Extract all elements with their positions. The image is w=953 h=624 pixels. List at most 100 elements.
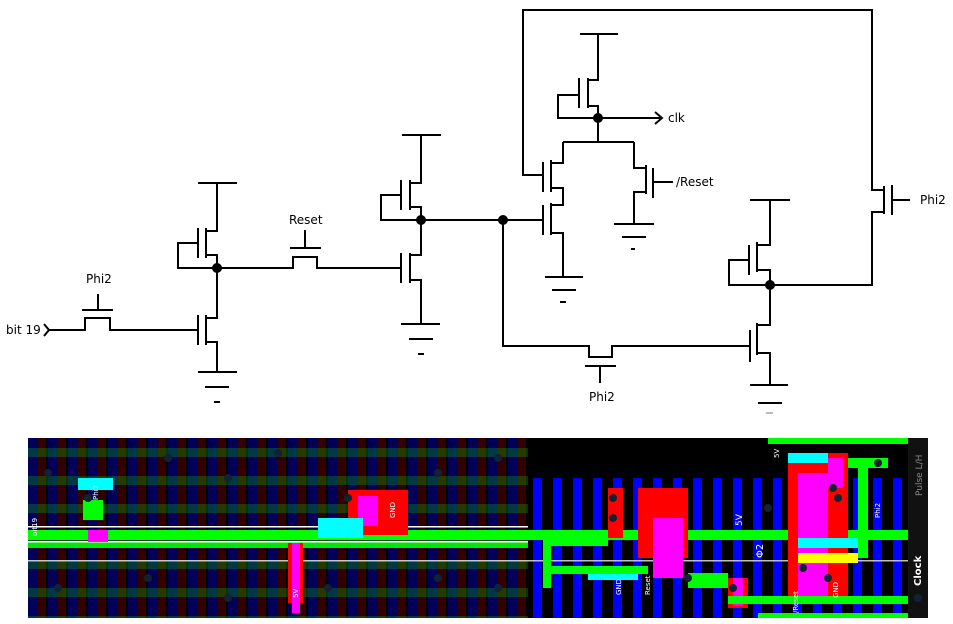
metal-stripe xyxy=(468,438,478,618)
edge-strip xyxy=(908,438,928,618)
diffusion-stripe xyxy=(278,438,286,618)
metal-stripe xyxy=(108,438,118,618)
pass-gate-2-label: Reset xyxy=(289,213,323,227)
wire-line xyxy=(28,560,928,562)
layout-contact xyxy=(144,574,152,582)
label-gnd: GND xyxy=(389,502,397,518)
metal-stripe xyxy=(288,438,298,618)
pass-gate-3-label: Phi2 xyxy=(589,390,615,404)
feedback-gate-label: Phi2 xyxy=(920,193,946,207)
metal-stripe xyxy=(773,478,782,618)
metal-stripe xyxy=(28,438,38,618)
diffusion-stripe xyxy=(238,438,246,618)
label-5v: 5V xyxy=(735,513,745,526)
diffusion-stripe xyxy=(158,438,166,618)
metal-stripe xyxy=(188,438,198,618)
diffusion-stripe xyxy=(258,438,266,618)
metal-stripe xyxy=(553,478,562,618)
metal-stripe xyxy=(148,438,158,618)
diffusion-stripe xyxy=(478,438,486,618)
metal-stripe xyxy=(208,438,218,618)
poly-bus xyxy=(28,542,528,548)
latch xyxy=(502,199,790,414)
metal-stripe xyxy=(573,478,582,618)
metal-stripe xyxy=(633,478,642,618)
metal-stripe xyxy=(508,438,518,618)
diffusion-stripe xyxy=(118,438,126,618)
metal-stripe xyxy=(713,478,722,618)
metal-stripe xyxy=(408,438,418,618)
diffusion-stripe xyxy=(198,438,206,618)
metal-stripe xyxy=(488,438,498,618)
diffusion-stripe xyxy=(138,438,146,618)
input-label: bit 19 xyxy=(6,323,41,337)
metal-stripe xyxy=(88,438,98,618)
contact-block xyxy=(292,543,300,613)
overlap-block xyxy=(78,478,113,490)
metal-stripe xyxy=(48,438,58,618)
layout-contact xyxy=(224,594,232,602)
layout-contact xyxy=(164,454,172,462)
label-gnd: GND xyxy=(615,579,623,595)
inverter-2 xyxy=(380,134,543,355)
label-not-reset: /Reset xyxy=(792,591,800,613)
metal-stripe xyxy=(128,438,138,618)
label-clock: Clock xyxy=(913,555,924,586)
metal-stripe xyxy=(448,438,458,618)
overlap-block xyxy=(798,553,858,563)
label-phi2-symbol: Φ2 xyxy=(755,544,766,558)
label-phi2: Phi2 xyxy=(874,503,882,518)
poly-wire xyxy=(758,613,928,618)
metal-stripe xyxy=(168,438,178,618)
poly-wire xyxy=(548,538,608,546)
contact-block xyxy=(653,518,683,578)
poly-stripe xyxy=(28,476,528,485)
layout-contact xyxy=(764,504,772,512)
node-dot xyxy=(765,280,775,290)
overlap-block xyxy=(798,538,858,548)
inverter-1 xyxy=(177,182,237,403)
output-label: clk xyxy=(668,111,685,125)
transistor-schematic: bit 19 Phi2 Reset clk /Res xyxy=(6,9,946,414)
metal-stripe xyxy=(308,438,318,618)
poly-stripe xyxy=(28,616,528,618)
clock-gate xyxy=(522,9,910,303)
reset-gate-label: /Reset xyxy=(676,175,714,189)
diffusion-stripe xyxy=(518,438,526,618)
metal-stripe xyxy=(533,478,542,618)
diffusion-stripe xyxy=(438,438,446,618)
label-phi2: Phi2 xyxy=(92,485,100,500)
layout-contact xyxy=(684,574,692,582)
layout-contact xyxy=(44,469,52,477)
poly-stripe xyxy=(28,504,528,513)
poly-bus xyxy=(28,530,928,540)
layout-contact xyxy=(224,474,232,482)
layout-contact xyxy=(494,454,502,462)
diffusion-stripe xyxy=(458,438,466,618)
diffusion-stripe xyxy=(38,438,46,618)
layout-contact xyxy=(824,574,832,582)
layout-contact xyxy=(344,494,352,502)
node-dot xyxy=(416,215,426,225)
layout-contact xyxy=(874,459,882,467)
wire-line xyxy=(28,526,528,528)
contact-block xyxy=(733,578,743,606)
label-gnd: GND xyxy=(832,582,840,598)
layout-labels: bit19 Phi2 GND 5V 5V GND Reset 5V Φ2 /Re… xyxy=(31,449,925,613)
layout-contact xyxy=(799,564,807,572)
contact-block xyxy=(88,530,108,542)
metal-stripe xyxy=(593,478,602,618)
layout-contact xyxy=(84,494,92,502)
pass-gate-1-label: Phi2 xyxy=(86,272,112,286)
layout-contact xyxy=(829,484,837,492)
label-pulse: Pulse L/H xyxy=(915,455,925,496)
metal-stripe xyxy=(753,478,762,618)
diffusion-stripe xyxy=(178,438,186,618)
metal-stripe xyxy=(893,478,902,618)
metal-stripe xyxy=(428,438,438,618)
poly-wire xyxy=(768,438,918,444)
layout-contact xyxy=(54,584,62,592)
poly-wire xyxy=(548,566,648,574)
wire-line xyxy=(28,541,528,543)
overlap-block xyxy=(788,453,828,463)
